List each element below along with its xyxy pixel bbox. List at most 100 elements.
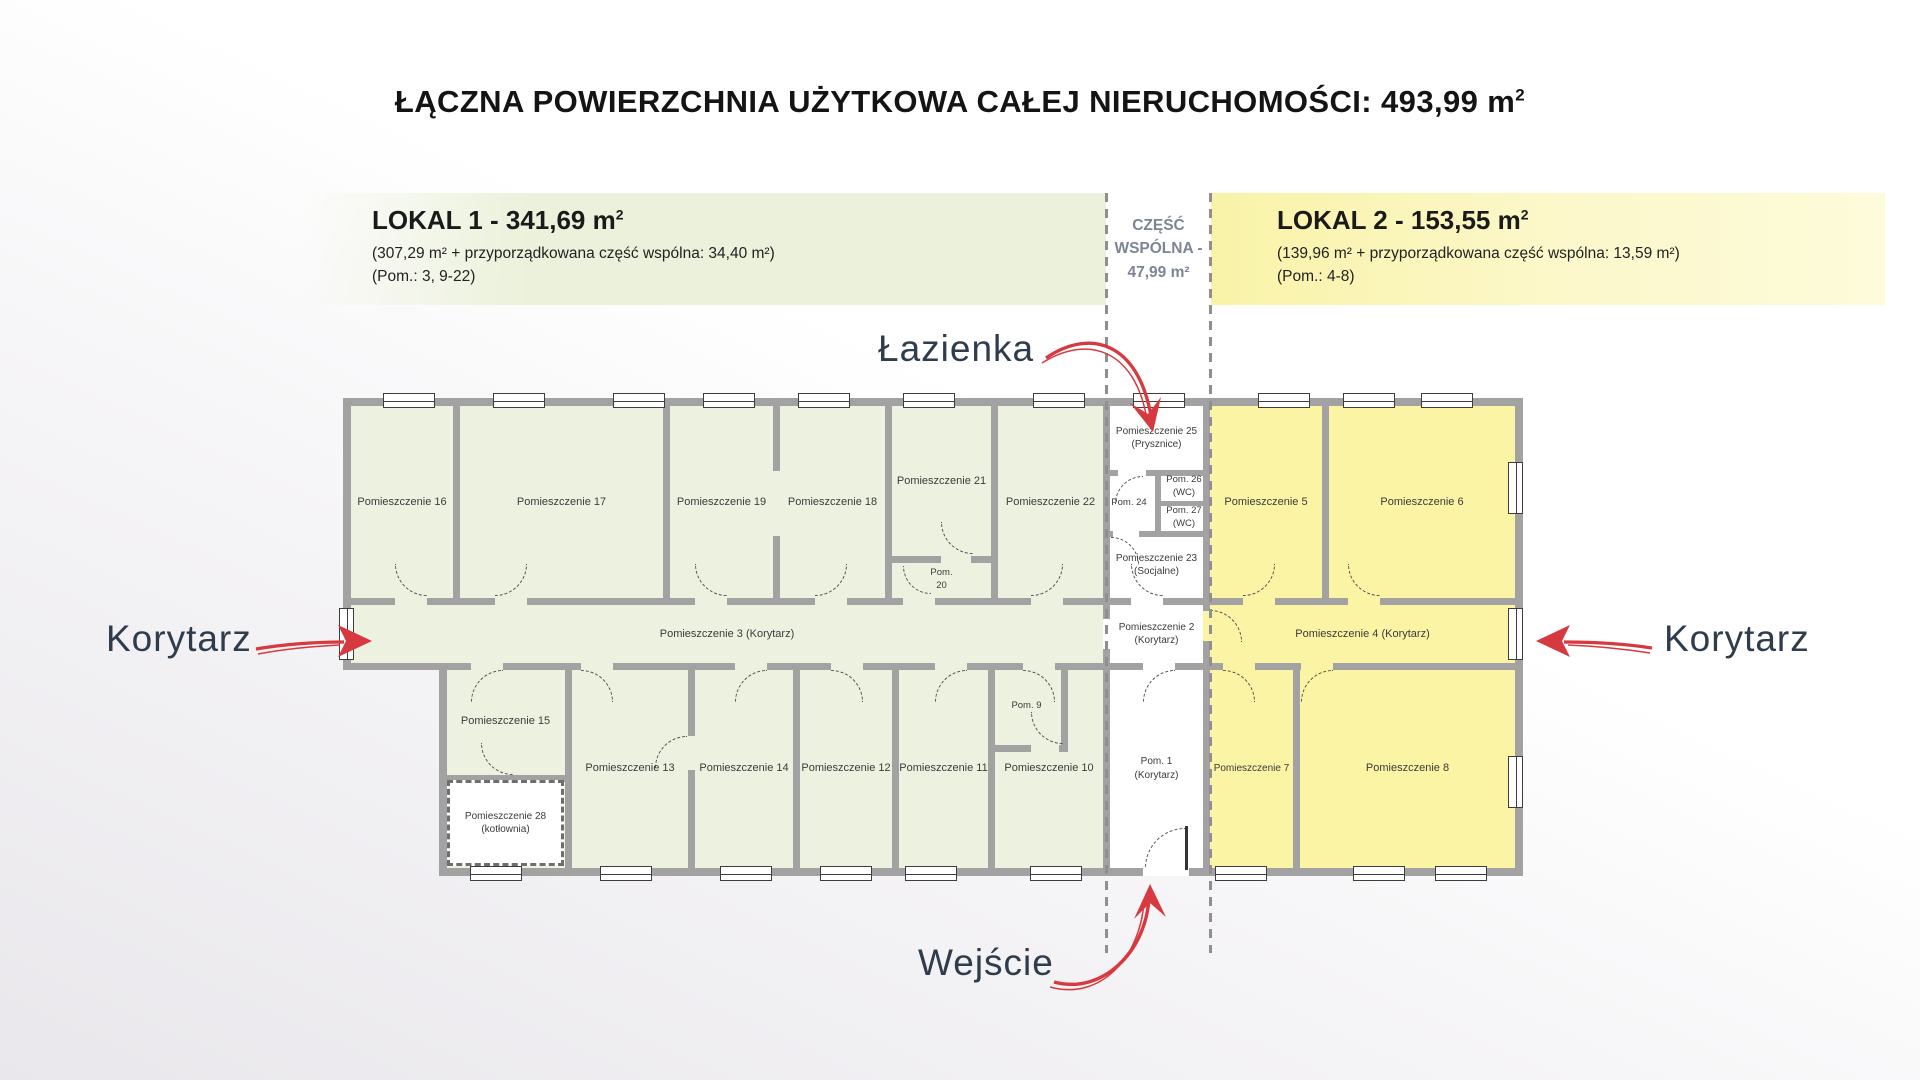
room-pomieszczenie-21: Pomieszczenie 21 — [896, 474, 987, 487]
room-pomieszczenie-12: Pomieszczenie 12 — [801, 762, 891, 775]
corridor1-area — [1103, 669, 1210, 868]
annotation-wejscie: Wejście — [918, 942, 1054, 983]
door-gap — [1113, 531, 1139, 537]
floor-plan: Pomieszczenie 28 (kotłownia) Pomieszczen… — [339, 393, 1523, 881]
room-pomieszczenie-7: Pomieszczenie 7 — [1213, 762, 1290, 774]
door-gap — [395, 598, 427, 605]
entrance-gap — [1143, 868, 1189, 876]
door-gap — [495, 598, 527, 605]
wall-under-25 — [1103, 470, 1210, 476]
legend-lokal2: LOKAL 2 - 153,55 m2 (139,96 m² + przypor… — [1211, 193, 1885, 305]
lokal2-bottom-area — [1210, 669, 1515, 868]
room-pom-20: Pom. 20 — [930, 566, 953, 591]
room-pomieszczenie-19: Pomieszczenie 19 — [676, 495, 767, 508]
door-gap — [941, 556, 971, 563]
room-pomieszczenie-14: Pomieszczenie 14 — [699, 762, 789, 775]
legend-lokal1: LOKAL 1 - 341,69 m2 (307,29 m² + przypor… — [300, 193, 1106, 305]
door-gap — [1118, 470, 1146, 476]
wall-p1-right — [1203, 669, 1210, 868]
door-gap — [1031, 745, 1059, 752]
corridor-right-arrow — [1536, 625, 1653, 657]
room-pomieszczenie-6: Pomieszczenie 6 — [1380, 495, 1464, 508]
door-gap — [1223, 663, 1255, 670]
window — [600, 866, 652, 881]
window — [470, 866, 522, 881]
door-gap — [935, 663, 967, 670]
wall-above-23 — [1103, 531, 1210, 537]
window — [1353, 866, 1405, 881]
window — [703, 393, 755, 408]
wall-16-17 — [453, 406, 460, 598]
door-gap — [1301, 663, 1333, 670]
door-gap — [1348, 598, 1380, 605]
room-pomieszczenie-25: Pomieszczenie 25(Prysznice) — [1115, 425, 1198, 451]
door-gap — [1031, 598, 1063, 605]
room-pom-9: Pom. 9 — [1011, 699, 1042, 711]
wall-pom9-right — [1061, 669, 1068, 752]
room-pom-24: Pom. 24 — [1111, 496, 1147, 508]
window — [1215, 866, 1267, 881]
corridor4-area — [1210, 605, 1515, 663]
window — [1435, 866, 1487, 881]
door-gap — [1143, 663, 1175, 670]
annotation-lazienka: Łazienka — [878, 328, 1035, 369]
wall-18-21 — [885, 406, 892, 598]
window — [1508, 756, 1523, 808]
room-pomieszczenie-2-korytarz: Pomieszczenie 2(Korytarz) — [1118, 621, 1195, 647]
room-pom-26: Pom. 26(WC) — [1166, 474, 1202, 498]
corridor3-area — [351, 605, 1103, 663]
room-pomieszczenie-8: Pomieszczenie 8 — [1365, 762, 1450, 775]
window — [1030, 866, 1082, 881]
entrance-door-leaf — [1185, 826, 1188, 870]
door-gap — [471, 663, 503, 670]
lokal1-top-area — [351, 406, 1103, 598]
door-gap — [831, 663, 863, 670]
wall-11-10 — [988, 669, 995, 868]
window — [1421, 393, 1473, 408]
wall-24-wc — [1155, 476, 1161, 536]
legend-czesc-wspolna: CZĘŚĆ WSPÓLNA - 47,99 m² — [1106, 193, 1211, 305]
door-gap — [688, 736, 695, 770]
door-gap — [735, 663, 767, 670]
room-pomieszczenie-11: Pomieszczenie 11 — [899, 762, 988, 775]
room-pomieszczenie-4-korytarz: Pomieszczenie 4 (Korytarz) — [1295, 627, 1430, 640]
window — [1133, 393, 1185, 408]
room-pomieszczenie-5: Pomieszczenie 5 — [1224, 495, 1308, 508]
wall-14-12 — [793, 669, 800, 868]
door-gap — [903, 598, 935, 605]
room-pomieszczenie-16: Pomieszczenie 16 — [357, 495, 447, 508]
room-pomieszczenie-22: Pomieszczenie 22 — [1005, 495, 1096, 508]
lokal2-details: (139,96 m² + przyporządkowana część wspó… — [1277, 245, 1680, 262]
door-gap — [1023, 663, 1055, 670]
boundary-dashed-line-right — [1209, 193, 1212, 953]
room-pomieszczenie-17: Pomieszczenie 17 — [516, 495, 607, 508]
boundary-dashed-line-left — [1105, 193, 1108, 953]
lokal1-rooms: (Pom.: 3, 9-22) — [372, 268, 476, 285]
window — [720, 866, 772, 881]
room-pomieszczenie-3-korytarz: Pomieszczenie 3 (Korytarz) — [659, 627, 795, 640]
wall-21-22 — [991, 406, 998, 598]
room-pomieszczenie-10: Pomieszczenie 10 — [1004, 762, 1094, 775]
wall-5-6 — [1322, 406, 1329, 598]
room-pomieszczenie-28: Pomieszczenie 28 (kotłownia) — [447, 780, 564, 866]
room-pom-27: Pom. 27(WC) — [1166, 505, 1202, 529]
lokal2-rooms: (Pom.: 4-8) — [1277, 268, 1355, 285]
window — [820, 866, 872, 881]
window — [903, 393, 955, 408]
entrance-arrow — [1049, 884, 1166, 991]
window — [1508, 608, 1523, 660]
annotation-korytarz-right: Korytarz — [1664, 618, 1810, 659]
wall-outer-left-lower — [439, 663, 447, 876]
wall-under-15 — [446, 775, 565, 782]
door-gap — [1131, 598, 1163, 605]
corridor2-area — [1103, 605, 1210, 663]
wall-19-18-stub-bottom — [773, 536, 780, 598]
lokal1-title: LOKAL 1 - 341,69 m2 — [372, 205, 624, 235]
wall-12-11 — [892, 669, 899, 868]
door-gap — [815, 598, 847, 605]
wall-17-19 — [663, 406, 670, 598]
window — [613, 393, 665, 408]
wall-26-27 — [1161, 501, 1210, 506]
wall-notch-bottom — [343, 663, 446, 670]
annotation-korytarz-left: Korytarz — [106, 618, 252, 659]
